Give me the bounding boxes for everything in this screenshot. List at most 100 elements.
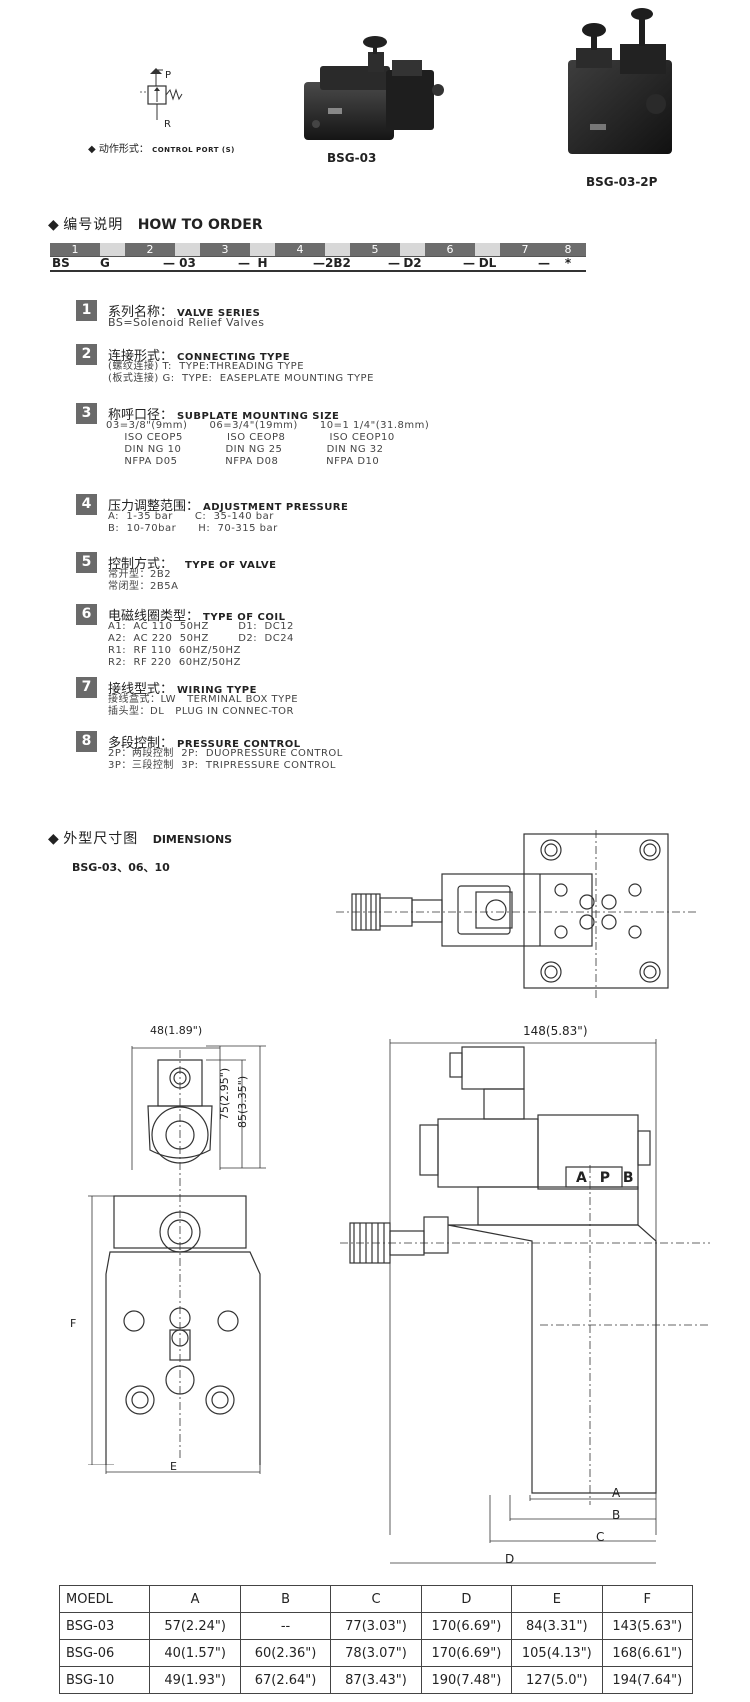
dim-label-d: D [505,1552,515,1566]
item-number-badge: 8 [76,731,97,752]
table-header-cell: D [420,1585,513,1613]
order-code-cell: — [500,256,550,272]
item-details: BS=Solenoid Relief Valves [108,316,265,329]
port-p-label: P [165,70,172,81]
item-details: (螺纹连接) T: TYPE:THREADING TYPE (板式连接) G: … [108,361,374,384]
order-position-number: 8 [550,243,586,257]
order-code-cell: 2B2 [325,256,351,272]
table-cell: 78(3.07") [330,1639,422,1667]
side-view-drawing [340,1039,710,1564]
item-number-badge: 4 [76,494,97,515]
item-number-badge: 3 [76,403,97,424]
table-cell: 77(3.03") [330,1612,422,1640]
order-position-number: 2 [125,243,175,257]
item-number-badge: 7 [76,677,97,698]
order-code-cell: — [125,256,175,272]
apb-port-label: A P B [576,1170,638,1186]
order-code-cell: G [100,256,125,272]
item-number-badge: 6 [76,604,97,625]
order-code-table: 1 2 3 4 5 6 7 8 BS G — 03 — H — 2B2 — D2… [50,243,586,272]
item-details: 2P：两段控制 2P: DUOPRESSURE CONTROL 3P：三段控制 … [108,748,343,771]
item-number-badge: 2 [76,344,97,365]
table-cell: 170(6.69") [420,1639,513,1667]
table-cell: 194(7.64") [601,1666,694,1694]
dim-label-75: 75(2.95") [218,1067,231,1120]
table-cell: BSG-10 [58,1666,151,1694]
order-code-cell: — [350,256,400,272]
order-position-number: 5 [350,243,400,257]
dim-label-148: 148(5.83") [523,1024,588,1038]
top-view-drawing [336,830,696,998]
table-cell: 143(5.63") [601,1612,694,1640]
diamond-bullet-icon: ◆ [88,144,96,155]
dim-label-c: C [596,1530,605,1544]
table-cell: 87(3.43") [330,1666,422,1694]
item-number-badge: 1 [76,300,97,321]
table-header-cell: E [511,1585,603,1613]
table-cell: -- [239,1612,332,1640]
dim-label-b: B [612,1508,621,1522]
table-cell: 127(5.0") [511,1666,603,1694]
table-cell: 49(1.93") [149,1666,241,1694]
product-photo-bsg-03 [304,36,444,140]
dimensions-subtitle: BSG-03、06、10 [72,861,170,874]
dim-label-48: 48(1.89") [150,1024,203,1037]
order-code-cell: * [550,256,586,272]
table-header-cell: F [601,1585,694,1613]
port-r-label: R [164,119,171,130]
dimensions-table: MOEDL A B C D E F BSG-03 57(2.24") -- 77… [58,1585,694,1694]
order-code-cell: D2 [400,256,425,272]
order-code-cell: — [200,256,250,272]
table-cell: 60(2.36") [239,1639,332,1667]
table-row: BSG-06 40(1.57") 60(2.36") 78(3.07") 170… [58,1639,694,1667]
item-details: 常开型：2B2 常闭型：2B5A [108,569,179,592]
table-header-cell: B [239,1585,332,1613]
table-header-cell: A [149,1585,241,1613]
table-header-cell: MOEDL [58,1585,151,1613]
item-number-badge: 5 [76,552,97,573]
table-cell: 57(2.24") [149,1612,241,1640]
order-position-number: 1 [50,243,100,257]
dim-label-a: A [612,1486,621,1500]
how-to-order-title: ◆ 编号说明 HOW TO ORDER [48,217,263,233]
table-cell: 170(6.69") [420,1612,513,1640]
order-position-number: 3 [200,243,250,257]
order-code-cell: — [425,256,475,272]
product-name-bsg-03-2p: BSG-03-2P [586,175,658,189]
order-code-cell: DL [475,256,500,272]
table-cell: 105(4.13") [511,1639,603,1667]
product-name-bsg-03: BSG-03 [327,151,377,165]
table-cell: BSG-06 [58,1639,151,1667]
product-photo-bsg-03-2p [568,8,672,154]
dim-e-line [105,1458,261,1474]
control-port-label: ◆ 动作形式： CONTROL PORT (S) [88,144,235,155]
table-cell: 168(6.61") [601,1639,694,1667]
table-cell: 84(3.31") [511,1612,603,1640]
diamond-bullet-icon: ◆ [48,831,59,847]
order-code-cell: H [250,256,275,272]
table-row: BSG-10 49(1.93") 67(2.64") 87(3.43") 190… [58,1666,694,1694]
front-view-drawing [88,1045,266,1465]
item-details: 接线盒式：LW TERMINAL BOX TYPE 插头型：DL PLUG IN… [108,694,299,717]
order-position-number: 4 [275,243,325,257]
order-code-cell: 03 [175,256,200,272]
order-code-cell: BS [50,256,100,272]
table-header-cell: C [330,1585,422,1613]
item-details: A: 1-35 bar C: 35-140 bar B: 10-70bar H:… [108,511,278,534]
table-header-row: MOEDL A B C D E F [58,1585,694,1613]
dimensions-title: ◆ 外型尺寸图 DIMENSIONS [48,831,233,847]
diamond-bullet-icon: ◆ [48,217,59,233]
dim-label-f: F [70,1317,77,1330]
order-position-number: 7 [500,243,550,257]
table-cell: 190(7.48") [420,1666,513,1694]
order-code-cell: — [275,256,325,272]
table-cell: 67(2.64") [239,1666,332,1694]
valve-symbol [140,68,183,120]
item-details: A1: AC 110 50HZ D1: DC12 A2: AC 220 50HZ… [108,621,294,668]
dim-label-85: 85(3.35") [236,1075,249,1128]
order-position-number: 6 [425,243,475,257]
table-row: BSG-03 57(2.24") -- 77(3.03") 170(6.69")… [58,1612,694,1640]
dim-label-e: E [170,1460,177,1473]
item-details: 03=3/8"(9mm) 06=3/4"(19mm) 10=1 1/4"(31.… [106,420,430,467]
table-cell: 40(1.57") [149,1639,241,1667]
